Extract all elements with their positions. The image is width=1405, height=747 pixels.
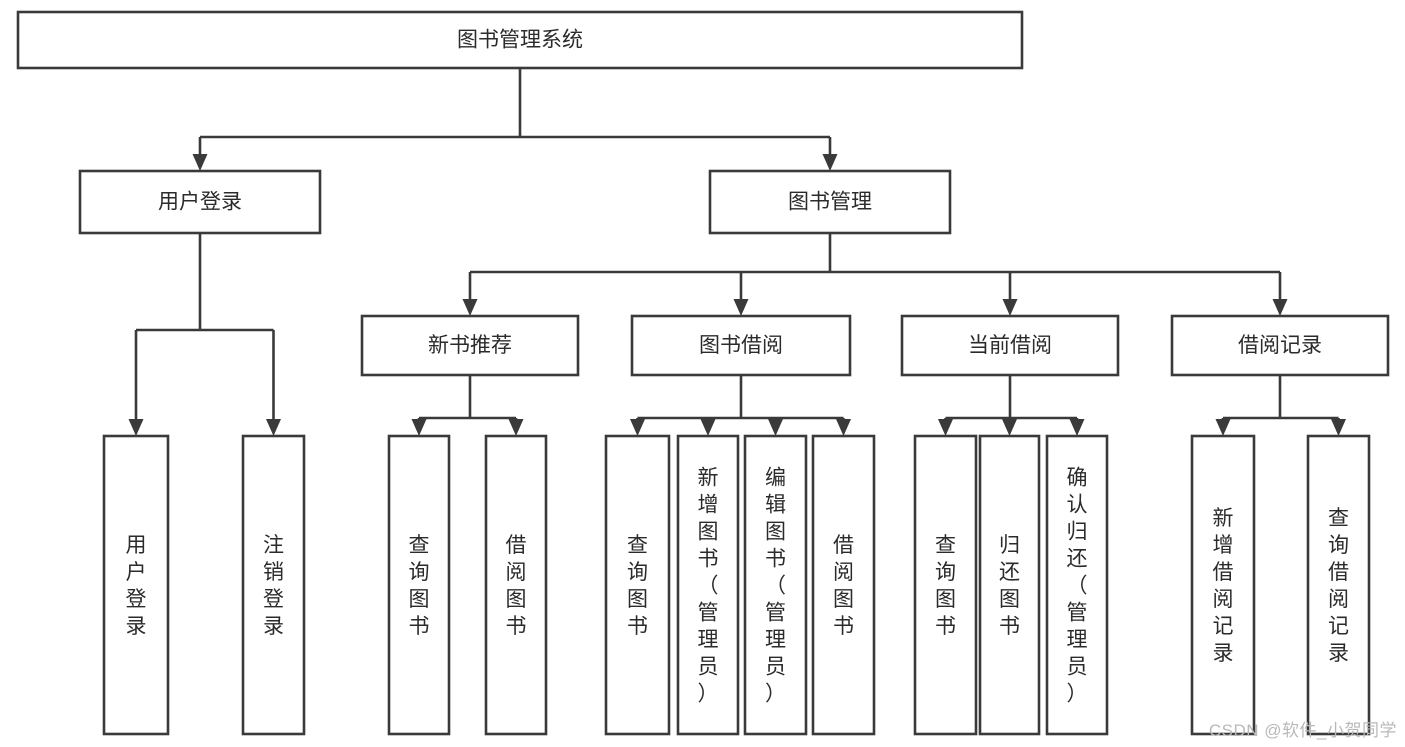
node-box[interactable] bbox=[484, 434, 548, 736]
node-box[interactable] bbox=[676, 434, 740, 736]
node-label: 图书借阅 bbox=[699, 334, 783, 357]
node-box[interactable] bbox=[811, 434, 876, 736]
node-label: 编辑图书（管理员） bbox=[765, 467, 786, 706]
arrow-head-icon bbox=[1002, 419, 1017, 436]
node-leaf-add-book[interactable]: 新增图书（管理员） bbox=[676, 434, 740, 736]
arrow-head-icon bbox=[768, 419, 783, 436]
connector-group bbox=[630, 375, 851, 436]
arrow-head-icon bbox=[1002, 299, 1018, 316]
node-leaf-query-book-cur[interactable]: 查询图书 bbox=[913, 434, 978, 736]
node-leaf-logout[interactable]: 注销登录 bbox=[241, 434, 306, 736]
node-box[interactable] bbox=[900, 314, 1120, 377]
watermark-label: CSDN @软件_小贺同学 bbox=[1208, 721, 1397, 740]
node-label: 借阅图书 bbox=[833, 534, 854, 638]
node-label: 新书推荐 bbox=[428, 334, 512, 357]
node-leaf-add-record[interactable]: 新增借阅记录 bbox=[1190, 434, 1256, 736]
connector-group bbox=[462, 233, 1288, 316]
node-label: 查询借阅记录 bbox=[1328, 507, 1349, 665]
node-label: 查询图书 bbox=[409, 534, 430, 638]
node-root[interactable]: 图书管理系统 bbox=[16, 10, 1024, 70]
connector-group bbox=[192, 68, 838, 171]
connector-group bbox=[1215, 375, 1346, 436]
node-leaf-borrow-book-rec[interactable]: 借阅图书 bbox=[484, 434, 548, 736]
node-label: 用户登录 bbox=[158, 191, 242, 214]
node-layer: 图书管理系统用户登录图书管理新书推荐图书借阅当前借阅借阅记录用户登录注销登录查询… bbox=[16, 10, 1390, 736]
node-leaf-user-login[interactable]: 用户登录 bbox=[102, 434, 170, 736]
node-label: 借阅记录 bbox=[1238, 334, 1322, 357]
node-label: 查询图书 bbox=[627, 534, 648, 638]
node-label: 当前借阅 bbox=[968, 334, 1052, 357]
node-box[interactable] bbox=[604, 434, 671, 736]
node-label: 用户登录 bbox=[126, 534, 147, 638]
node-leaf-query-record[interactable]: 查询借阅记录 bbox=[1306, 434, 1371, 736]
node-label: 图书管理 bbox=[788, 191, 872, 214]
node-book-borrow[interactable]: 图书借阅 bbox=[630, 314, 852, 377]
node-label: 查询图书 bbox=[935, 534, 956, 638]
arrow-head-icon bbox=[1331, 419, 1346, 436]
node-new-book-recommend[interactable]: 新书推荐 bbox=[360, 314, 580, 377]
node-book-manage[interactable]: 图书管理 bbox=[708, 169, 952, 235]
node-box[interactable] bbox=[743, 434, 808, 736]
node-box[interactable] bbox=[1045, 434, 1109, 736]
connector-group bbox=[411, 375, 524, 436]
node-label: 图书管理系统 bbox=[457, 29, 583, 52]
node-box[interactable] bbox=[1190, 434, 1256, 736]
node-box[interactable] bbox=[630, 314, 852, 377]
arrow-head-icon bbox=[462, 299, 478, 316]
arrow-head-icon bbox=[411, 419, 427, 436]
arrow-head-icon bbox=[733, 299, 749, 316]
arrow-head-icon bbox=[1272, 299, 1288, 316]
node-box[interactable] bbox=[241, 434, 306, 736]
node-leaf-query-book-rec[interactable]: 查询图书 bbox=[387, 434, 451, 736]
arrow-head-icon bbox=[630, 419, 645, 436]
node-box[interactable] bbox=[78, 169, 322, 235]
arrow-head-icon bbox=[700, 419, 716, 436]
node-box[interactable] bbox=[16, 10, 1024, 70]
arrow-head-icon bbox=[508, 419, 524, 436]
node-label: 注销登录 bbox=[263, 534, 284, 638]
arrow-head-icon bbox=[128, 419, 144, 436]
arrow-head-icon bbox=[938, 419, 953, 436]
node-box[interactable] bbox=[913, 434, 978, 736]
arrow-head-icon bbox=[266, 419, 281, 436]
arrow-head-icon bbox=[192, 154, 208, 171]
node-label: 确认归还（管理员） bbox=[1067, 467, 1088, 706]
node-box[interactable] bbox=[360, 314, 580, 377]
arrow-head-icon bbox=[836, 419, 851, 436]
node-current-borrow[interactable]: 当前借阅 bbox=[900, 314, 1120, 377]
connector-group bbox=[128, 233, 281, 436]
node-user-login[interactable]: 用户登录 bbox=[78, 169, 322, 235]
node-leaf-confirm-return[interactable]: 确认归还（管理员） bbox=[1045, 434, 1109, 736]
connector-layer bbox=[128, 68, 1346, 436]
arrow-head-icon bbox=[1069, 419, 1085, 436]
node-box[interactable] bbox=[1306, 434, 1371, 736]
arrow-head-icon bbox=[822, 154, 838, 171]
node-box[interactable] bbox=[708, 169, 952, 235]
node-label: 新增借阅记录 bbox=[1213, 507, 1234, 665]
node-leaf-edit-book[interactable]: 编辑图书（管理员） bbox=[743, 434, 808, 736]
node-box[interactable] bbox=[102, 434, 170, 736]
node-box[interactable] bbox=[978, 434, 1041, 736]
node-leaf-borrow-book[interactable]: 借阅图书 bbox=[811, 434, 876, 736]
node-box[interactable] bbox=[1170, 314, 1390, 377]
arrow-head-icon bbox=[1215, 419, 1231, 436]
node-leaf-query-book-borrow[interactable]: 查询图书 bbox=[604, 434, 671, 736]
node-borrow-record[interactable]: 借阅记录 bbox=[1170, 314, 1390, 377]
node-label: 借阅图书 bbox=[506, 534, 527, 638]
node-box[interactable] bbox=[387, 434, 451, 736]
connector-group bbox=[938, 375, 1085, 436]
node-label: 新增图书（管理员） bbox=[698, 467, 719, 706]
node-leaf-return-book[interactable]: 归还图书 bbox=[978, 434, 1041, 736]
node-label: 归还图书 bbox=[999, 534, 1020, 638]
